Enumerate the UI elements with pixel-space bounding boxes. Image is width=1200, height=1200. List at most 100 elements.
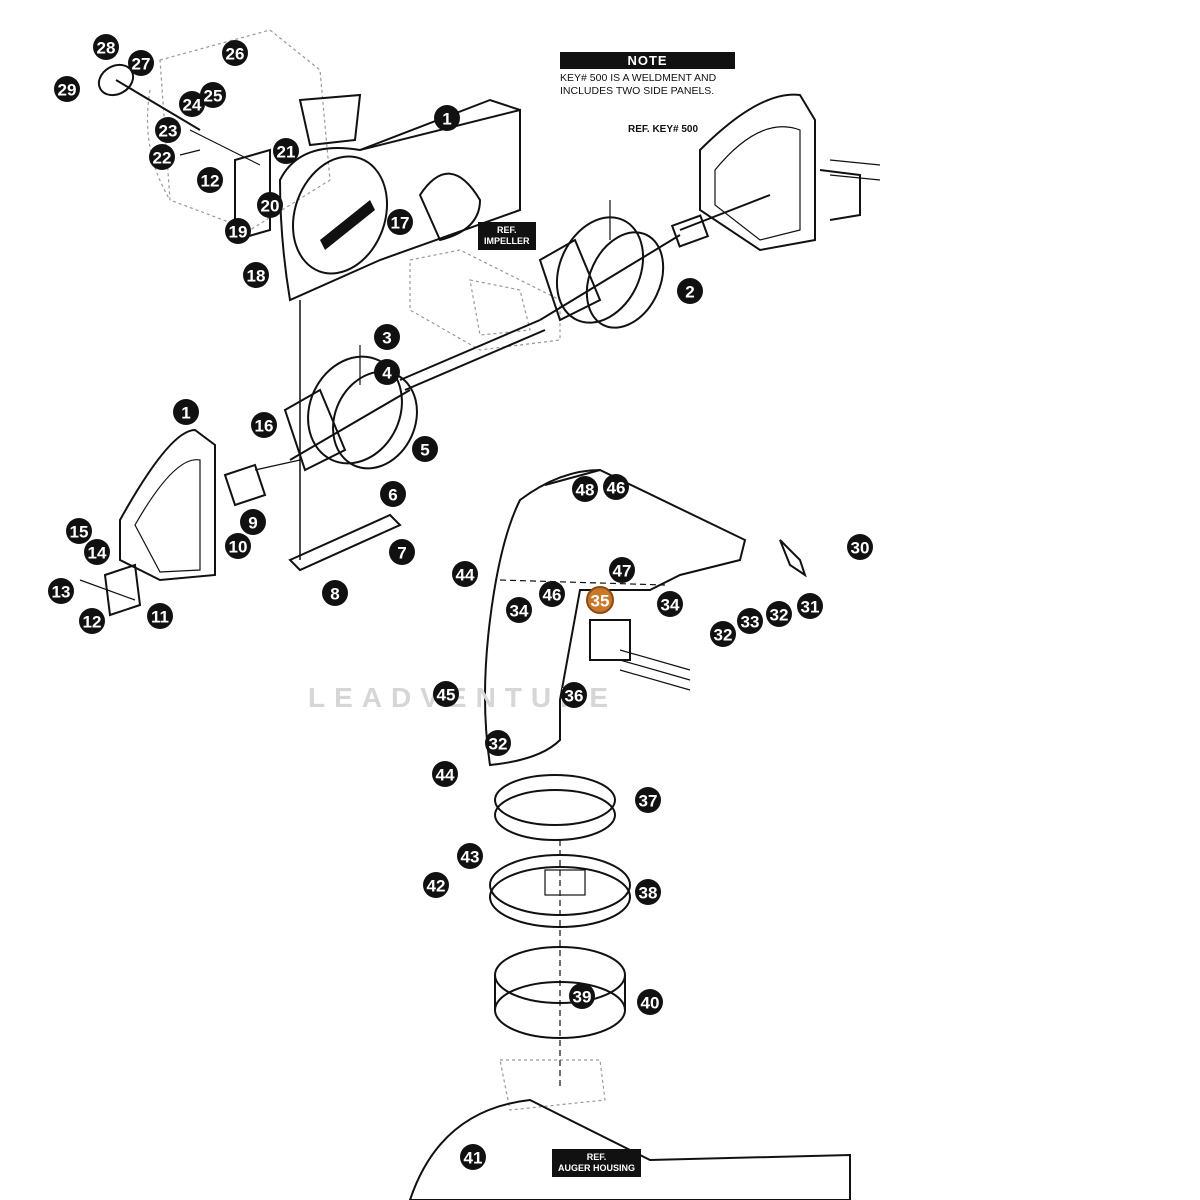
callout-number: 44: [436, 766, 455, 785]
callout-circle: [155, 117, 181, 143]
callout-number: 24: [183, 96, 202, 115]
callout-circle: [380, 481, 406, 507]
callout-circle: [572, 476, 598, 502]
ref-tag-line: REF.: [586, 1152, 607, 1162]
callout-28: 28: [93, 34, 119, 60]
callout-number: 47: [613, 562, 632, 581]
callout-number: 39: [573, 988, 592, 1007]
callout-24: 24: [179, 91, 205, 117]
callout-circle: [710, 621, 736, 647]
callout-number: 19: [229, 223, 248, 242]
callout-31: 31: [797, 593, 823, 619]
callout-circle: [179, 91, 205, 117]
callout-circle: [609, 557, 635, 583]
callout-25: 25: [200, 82, 226, 108]
drive-shaft: [399, 319, 546, 391]
callout-32: 32: [710, 621, 736, 647]
ref-tag-line: AUGER HOUSING: [558, 1163, 636, 1173]
callout-39: 39: [569, 983, 595, 1009]
callout-number: 43: [461, 848, 480, 867]
auger-left: [283, 345, 418, 472]
callout-7: 7: [389, 539, 415, 565]
callout-46: 46: [603, 474, 629, 500]
bolt-set-left: [79, 563, 142, 617]
shaft-bearing-right: [609, 194, 771, 248]
callout-27: 27: [128, 50, 154, 76]
callout-number: 5: [420, 441, 429, 460]
callout-number: 41: [464, 1149, 483, 1168]
callout-23: 23: [155, 117, 181, 143]
note-line: INCLUDES TWO SIDE PANELS.: [560, 85, 715, 97]
callout-number: 10: [229, 538, 248, 557]
callout-34: 34: [506, 597, 532, 623]
callout-16: 16: [251, 412, 277, 438]
callout-6: 6: [380, 481, 406, 507]
note-box: NOTE KEY# 500 IS A WELDMENT AND INCLUDES…: [560, 52, 735, 98]
callout-circle: [54, 76, 80, 102]
note-line: KEY# 500 IS A WELDMENT AND: [560, 72, 717, 84]
callout-9: 9: [240, 509, 266, 535]
callout-47: 47: [609, 557, 635, 583]
callout-3: 3: [374, 324, 400, 350]
callout-number: 6: [388, 486, 397, 505]
callout-circle: [569, 983, 595, 1009]
callout-circle: [147, 603, 173, 629]
callout-number: 17: [391, 214, 410, 233]
bearing-bracket-left: [223, 459, 301, 507]
callout-number: 25: [204, 87, 223, 106]
callout-number: 38: [639, 884, 658, 903]
callout-number: 33: [741, 613, 760, 632]
callout-number: 31: [801, 598, 820, 617]
callout-11: 11: [147, 603, 173, 629]
impeller-housing: [278, 93, 521, 302]
callout-number: 37: [639, 792, 658, 811]
callout-circle: [257, 192, 283, 218]
callout-30: 30: [847, 534, 873, 560]
callout-38: 38: [635, 879, 661, 905]
callout-19: 19: [225, 218, 251, 244]
callout-number: 46: [607, 479, 626, 498]
auger-right: [538, 216, 681, 329]
callout-number: 3: [382, 329, 391, 348]
callout-circle: [222, 40, 248, 66]
callout-13: 13: [48, 578, 74, 604]
callout-number: 34: [661, 596, 680, 615]
callout-1: 1: [434, 105, 460, 131]
ref-impeller-tag: REF. IMPELLER: [478, 222, 536, 250]
callout-circle: [539, 581, 565, 607]
callout-number: 35: [591, 592, 610, 611]
callout-48: 48: [572, 476, 598, 502]
callout-number: 13: [52, 583, 71, 602]
callout-circle: [322, 580, 348, 606]
callout-number: 34: [510, 602, 529, 621]
callout-32: 32: [485, 730, 511, 756]
callout-number: 44: [456, 566, 475, 585]
callout-15: 15: [66, 518, 92, 544]
callout-21: 21: [273, 138, 299, 164]
callout-number: 36: [565, 687, 584, 706]
callout-12: 12: [79, 608, 105, 634]
callout-circle: [84, 539, 110, 565]
callout-circle: [847, 534, 873, 560]
callout-circle: [657, 591, 683, 617]
callout-number: 9: [248, 514, 257, 533]
ref-key-label: REF. KEY# 500: [628, 124, 699, 135]
callout-circle: [273, 138, 299, 164]
callout-43: 43: [457, 843, 483, 869]
callout-circle: [766, 601, 792, 627]
callout-number: 27: [132, 55, 151, 74]
callout-number: 8: [330, 585, 339, 604]
callout-number: 16: [255, 417, 274, 436]
callout-circle: [561, 682, 587, 708]
callout-number: 32: [770, 606, 789, 625]
callout-circle: [240, 509, 266, 535]
callout-circle: [149, 144, 175, 170]
callout-10: 10: [225, 533, 251, 559]
callout-number: 15: [70, 523, 89, 542]
impeller-ghost: [409, 249, 561, 351]
callout-number: 45: [437, 686, 456, 705]
callout-number: 46: [543, 586, 562, 605]
callout-5: 5: [412, 436, 438, 462]
callout-circle: [586, 586, 614, 614]
